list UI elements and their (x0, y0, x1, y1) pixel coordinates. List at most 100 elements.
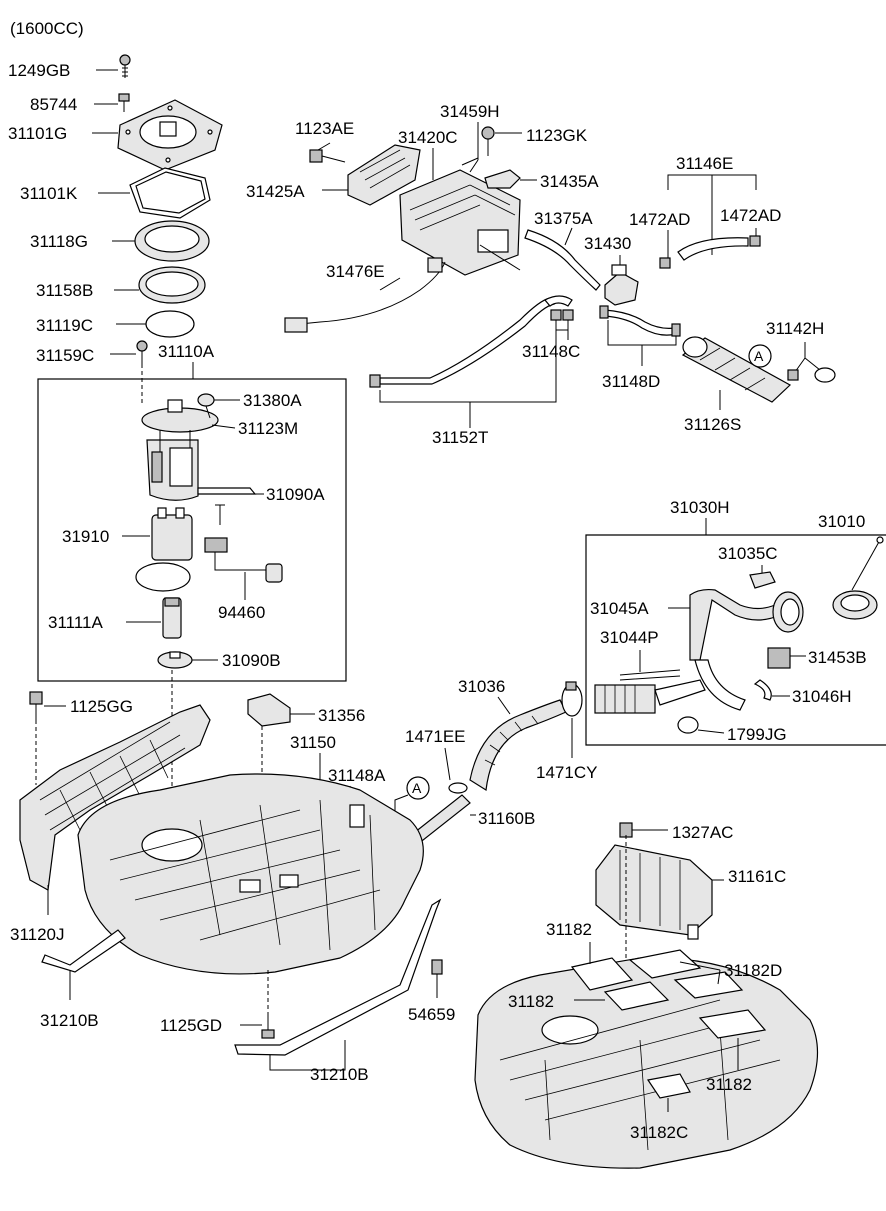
part-label-31159c: 31159C (36, 346, 94, 365)
part-label-1249gb: 1249GB (8, 61, 70, 80)
nut-1327ac (619, 822, 668, 838)
part-label-1799jg: 1799JG (727, 725, 787, 744)
screw-31159c (110, 340, 148, 405)
clamp-1471ee (448, 782, 468, 794)
screw-85744 (94, 93, 130, 112)
part-label-1123ae: 1123AE (295, 119, 354, 138)
part-label-31182-b: 31182 (508, 992, 554, 1011)
bolt-1125gg (29, 691, 66, 785)
part-label-1471ee: 1471EE (405, 727, 466, 746)
part-label-31044p: 31044P (600, 628, 659, 647)
gasket-31101k (98, 167, 211, 219)
part-label-1472ad-b: 1472AD (720, 206, 781, 225)
part-label-31158b: 31158B (36, 281, 93, 300)
part-label-31111a: 31111A (48, 613, 103, 632)
bolt-1249gb (96, 54, 131, 78)
fitting-31142h (787, 367, 836, 383)
pad-31182-a (570, 957, 634, 991)
vent-hose-31044p (619, 650, 681, 681)
part-label-1125gg: 1125GG (70, 697, 133, 716)
callout-a-top-label: A (754, 348, 764, 364)
part-label-31420c: 31420C (398, 128, 458, 147)
pad-31182d-b (673, 971, 744, 999)
filter-31126s (681, 336, 792, 410)
wire-harness-31476e (284, 257, 446, 333)
fuel-pump-module-31110a (141, 399, 257, 501)
pad-31182-b (603, 981, 670, 1011)
part-label-31119c: 31119C (36, 316, 93, 335)
part-label-31090b: 31090B (222, 651, 281, 670)
part-label-31910: 31910 (62, 527, 109, 546)
vapor-line-31152t (369, 295, 573, 388)
fuel-tank-31150 (77, 773, 424, 975)
part-label-31045a: 31045A (590, 599, 649, 618)
valve-31435a (484, 169, 537, 189)
pump-cover-plate-31101g (92, 99, 223, 171)
filler-neck-assembly-box (585, 534, 886, 746)
clamp-1471cy (561, 681, 583, 758)
sender-94460 (204, 504, 283, 600)
part-label-94460: 94460 (218, 603, 265, 622)
part-label-31150: 31150 (290, 733, 336, 752)
filler-neck-31045a (668, 588, 804, 711)
part-label-31182d: 31182D (724, 961, 782, 980)
bolt-1123gk (481, 126, 522, 156)
part-label-31425a: 31425A (246, 182, 305, 201)
part-label-31030h: 31030H (670, 498, 730, 517)
part-label-31453b: 31453B (808, 648, 867, 667)
part-label-31356: 31356 (318, 706, 365, 725)
connector-31380a (197, 393, 240, 419)
part-label-31182-a: 31182 (546, 920, 592, 939)
canister-31161c (595, 844, 724, 940)
valve-31453b (767, 647, 806, 669)
bracket-31425a (322, 144, 421, 206)
hose-31146e (659, 235, 761, 269)
part-label-1125gd: 1125GD (160, 1016, 222, 1035)
ring-31158b (114, 266, 206, 304)
part-label-85744: 85744 (30, 95, 77, 114)
pad-31182-c (698, 1009, 767, 1039)
fuel-filter-31910 (122, 507, 193, 561)
canister-31420c (399, 148, 521, 276)
part-label-1327ac: 1327AC (672, 823, 733, 842)
inlet-pipe-assembly (594, 679, 706, 714)
nut-54659 (431, 959, 443, 998)
clamp-1799jg (677, 716, 725, 734)
part-label-31036: 31036 (458, 677, 505, 696)
part-label-31090a: 31090A (266, 485, 325, 504)
part-label-31459h: 31459H (440, 102, 500, 121)
part-label-31210b-right: 31210B (310, 1065, 369, 1084)
part-label-31148a: 31148A (328, 766, 386, 785)
part-label-31046h: 31046H (792, 687, 852, 706)
fuel-pump-31111a (126, 597, 182, 639)
part-label-31120j: 31120J (10, 925, 65, 944)
engine-spec-label: (1600CC) (10, 19, 84, 38)
part-label-54659: 54659 (408, 1005, 455, 1024)
part-label-31380a: 31380A (243, 391, 302, 410)
part-label-31161c: 31161C (728, 867, 786, 886)
strainer-gasket (135, 562, 191, 592)
part-label-31146e: 31146E (676, 154, 733, 173)
part-label-31010: 31010 (818, 512, 865, 531)
part-label-31148d: 31148D (602, 372, 660, 391)
tank-strap-31210b-right (234, 898, 442, 1056)
part-label-31123m: 31123M (238, 419, 298, 438)
part-label-31110a: 31110A (158, 342, 215, 361)
part-label-31126s: 31126S (684, 415, 741, 434)
bolt-1123ae (309, 142, 346, 163)
part-label-31435a: 31435A (540, 172, 599, 191)
part-label-31152t: 31152T (432, 428, 488, 447)
fuel-cap-31010 (832, 536, 884, 620)
callout-a-bottom-label: A (412, 780, 422, 796)
pad-31182d-a (628, 949, 702, 979)
part-label-31148c: 31148C (522, 342, 580, 361)
part-label-31101k: 31101K (20, 184, 78, 203)
part-label-31160b: 31160B (478, 809, 535, 828)
hose-31148d (599, 305, 681, 337)
lock-ring-31118g (112, 220, 210, 262)
pad-31182c (646, 1073, 691, 1099)
bracket-31035c (749, 565, 776, 589)
heat-shield-31120j (19, 704, 211, 891)
callout-a-bottom (406, 776, 430, 800)
